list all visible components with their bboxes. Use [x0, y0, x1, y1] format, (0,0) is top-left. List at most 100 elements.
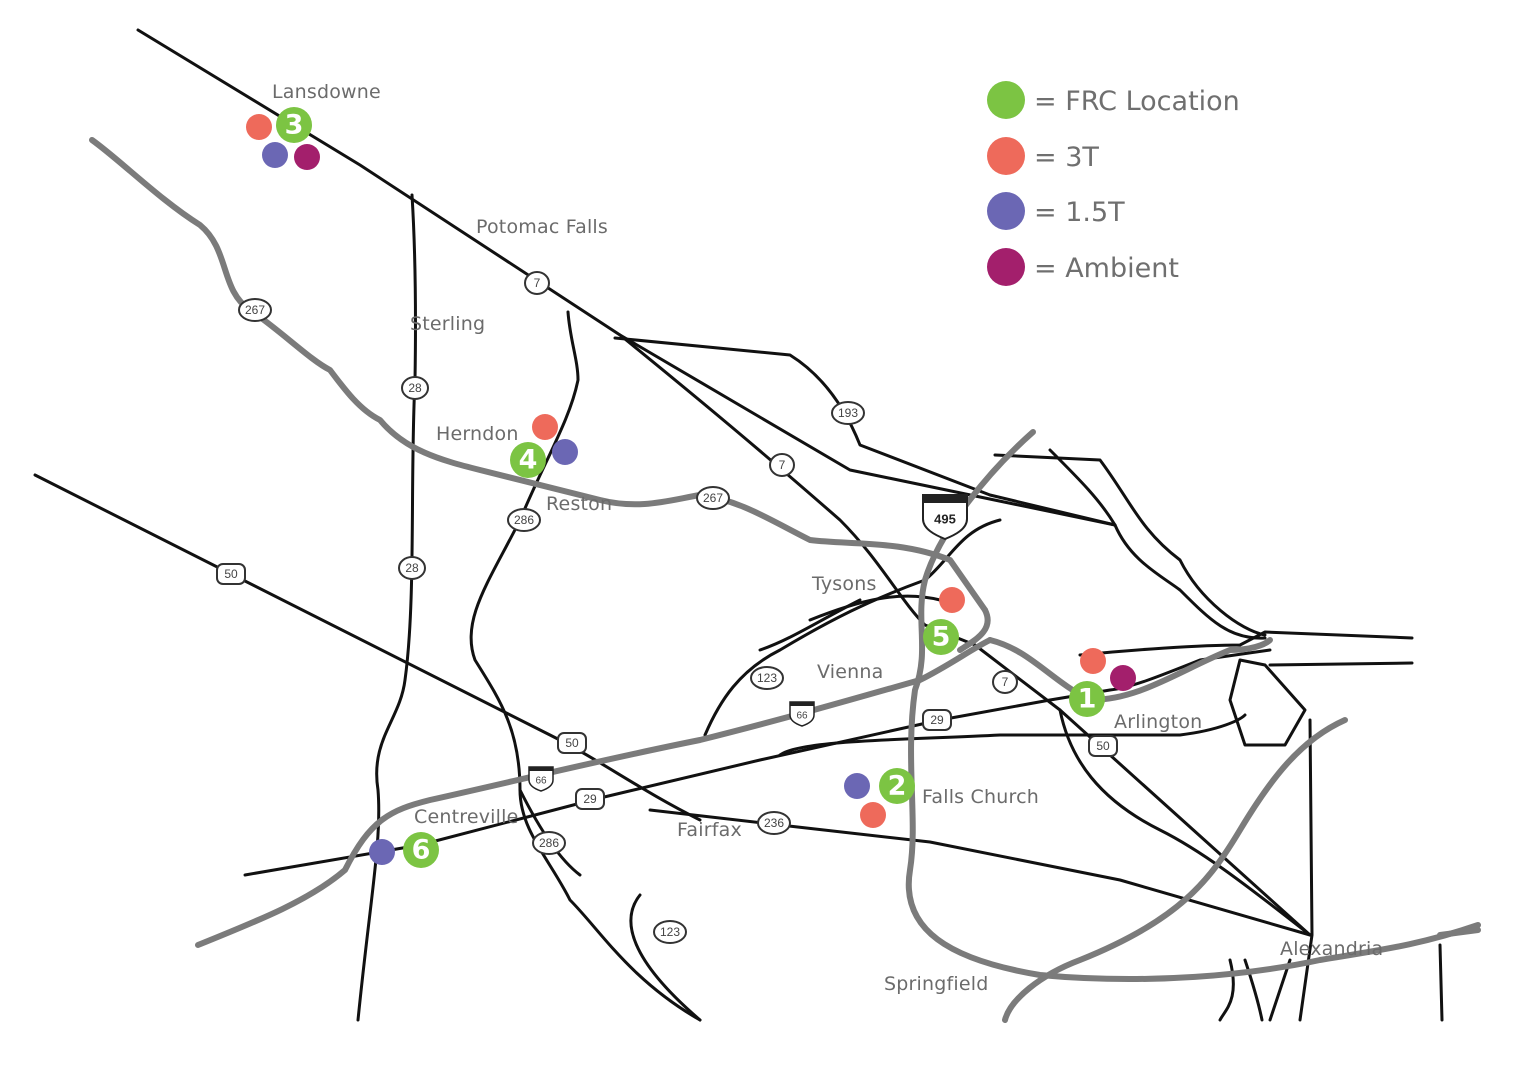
svg-text:267: 267 [245, 303, 265, 317]
route-shields: 267 267 7 7 7 28 28 193 [216, 271, 1118, 944]
svg-text:286: 286 [539, 836, 559, 850]
svg-text:3: 3 [285, 110, 304, 141]
shield-267: 267 [696, 486, 730, 510]
shield-interstate-495: 495 [922, 494, 968, 541]
frc-location-1[interactable]: 1 [1069, 681, 1105, 717]
road-route-7-northwest [136, 28, 1117, 527]
svg-text:7: 7 [1002, 675, 1009, 689]
legend-label-ambient: = Ambient [1034, 253, 1179, 284]
local-roads [33, 28, 1444, 1022]
label-herndon: Herndon [436, 423, 519, 445]
frc-locations: 3 4 5 1 2 6 [276, 107, 1105, 868]
place-labels: Lansdowne Potomac Falls Sterling Herndon… [272, 81, 1383, 995]
marker-1-5t-herndon[interactable] [552, 439, 578, 465]
shield-267: 267 [238, 298, 272, 322]
svg-text:7: 7 [779, 458, 786, 472]
label-springfield: Springfield [884, 973, 989, 995]
frc-location-6[interactable]: 6 [403, 832, 439, 868]
map-legend: = FRC Location = 3T = 1.5T = Ambient [987, 81, 1240, 286]
road-northeast-2 [993, 453, 1267, 637]
svg-text:50: 50 [1096, 739, 1110, 753]
frc-location-2[interactable]: 2 [879, 768, 915, 804]
label-arlington: Arlington [1114, 711, 1202, 733]
shield-193: 193 [831, 401, 865, 425]
svg-text:123: 123 [757, 671, 777, 685]
road-route-267 [89, 137, 988, 613]
road-east-vertical [1298, 718, 1314, 1022]
road-route-50-east [778, 713, 1247, 757]
svg-text:7: 7 [534, 276, 541, 290]
shield-us-50: 50 [557, 732, 587, 754]
legend-swatch-ambient [987, 248, 1025, 286]
marker-3t-arlington[interactable] [1080, 648, 1106, 674]
shield-interstate-66: 66 [789, 701, 815, 727]
legend-label-1-5t: = 1.5T [1034, 197, 1125, 228]
legend-swatch-3t [987, 137, 1025, 175]
marker-ambient-lansdowne[interactable] [294, 144, 320, 170]
marker-ambient-arlington[interactable] [1110, 665, 1136, 691]
label-falls-church: Falls Church [922, 786, 1039, 808]
marker-1-5t-falls-church[interactable] [844, 773, 870, 799]
road-route-7-tysons [618, 333, 1312, 937]
label-tysons: Tysons [811, 573, 877, 595]
shield-28: 28 [398, 556, 426, 580]
svg-text:1: 1 [1078, 684, 1097, 715]
frc-location-3[interactable]: 3 [276, 107, 312, 143]
road-parkway-south [1002, 717, 1348, 1023]
svg-text:28: 28 [408, 381, 422, 395]
label-centreville: Centreville [414, 806, 519, 828]
road-interstate-495 [905, 429, 1481, 983]
shield-7: 7 [992, 670, 1018, 694]
marker-3t-lansdowne[interactable] [246, 114, 272, 140]
marker-3t-herndon[interactable] [532, 414, 558, 440]
legend-item-ambient: = Ambient [987, 248, 1179, 286]
legend-item-1-5t: = 1.5T [987, 192, 1125, 230]
marker-3t-tysons[interactable] [939, 587, 965, 613]
label-fairfax: Fairfax [677, 819, 742, 841]
marker-3t-falls-church[interactable] [860, 802, 886, 828]
svg-text:123: 123 [660, 925, 680, 939]
legend-item-3t: = 3T [987, 137, 1099, 175]
road-route-286 [469, 310, 702, 1022]
svg-text:286: 286 [514, 513, 534, 527]
road-tysons-diagonal [758, 598, 862, 652]
road-fairfax-connector [629, 893, 702, 1022]
legend-swatch-1-5t [987, 192, 1025, 230]
svg-text:5: 5 [932, 622, 951, 653]
road-route-7-lower [1058, 708, 1312, 937]
scanner-markers [246, 114, 1136, 865]
frc-location-5[interactable]: 5 [923, 619, 959, 655]
shield-123: 123 [750, 666, 784, 690]
svg-text:267: 267 [703, 491, 723, 505]
road-potomac-shape [1228, 658, 1307, 747]
frc-location-4[interactable]: 4 [510, 442, 546, 478]
svg-text:50: 50 [224, 567, 238, 581]
road-tysons-chain-bridge [1113, 523, 1267, 640]
shield-7: 7 [769, 453, 795, 477]
road-south-4 [1438, 943, 1444, 1022]
shield-236: 236 [757, 811, 791, 835]
road-south-1 [1218, 958, 1235, 1022]
road-interstate-66-east [987, 637, 1273, 703]
road-south-2 [1243, 958, 1264, 1022]
road-beltway-inner [957, 607, 991, 653]
shield-us-50: 50 [1088, 735, 1118, 757]
shield-us-29: 29 [575, 788, 605, 810]
svg-text:66: 66 [796, 711, 808, 722]
label-potomac-falls: Potomac Falls [476, 216, 608, 238]
svg-text:29: 29 [930, 713, 944, 727]
label-alexandria: Alexandria [1280, 938, 1383, 960]
svg-text:4: 4 [519, 445, 538, 476]
marker-1-5t-centreville[interactable] [369, 839, 395, 865]
label-sterling: Sterling [410, 313, 485, 335]
svg-text:495: 495 [934, 512, 956, 527]
svg-text:236: 236 [764, 816, 784, 830]
marker-1-5t-lansdowne[interactable] [262, 142, 288, 168]
svg-text:66: 66 [535, 776, 547, 787]
shield-us-50: 50 [216, 563, 246, 585]
shield-123: 123 [653, 920, 687, 944]
shield-interstate-66: 66 [528, 766, 554, 792]
road-route-50 [33, 473, 702, 822]
